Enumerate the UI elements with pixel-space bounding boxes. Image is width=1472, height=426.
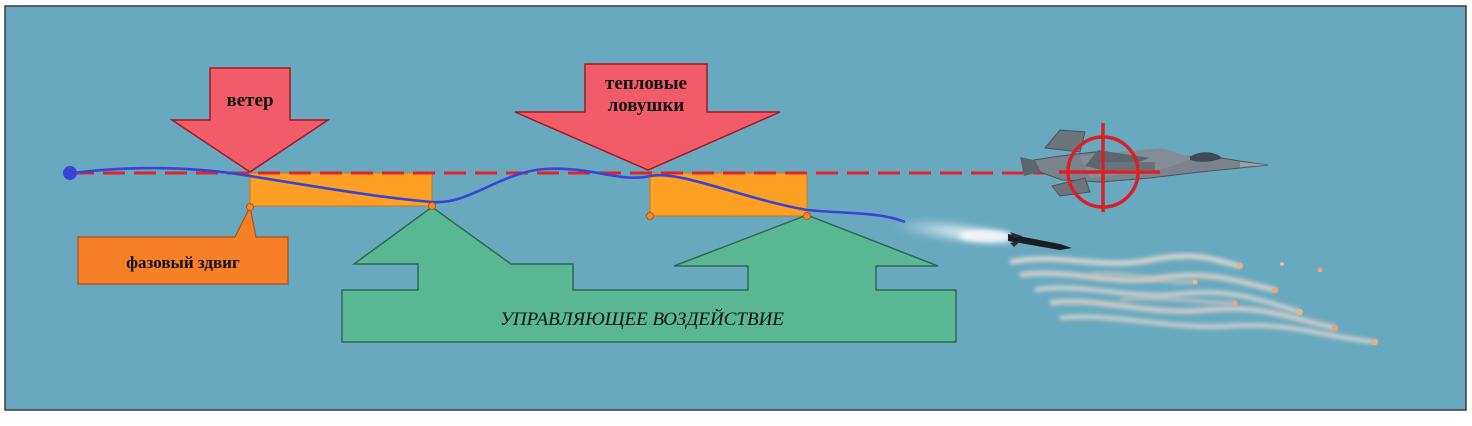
phase-shift-bar-1 (249, 172, 433, 207)
wind-arrow (169, 67, 331, 173)
phase-marker (246, 203, 254, 211)
crosshair-icon (1059, 123, 1160, 212)
flares-arrow (514, 63, 781, 171)
phase-shift-label: фазовый здвиг (126, 253, 240, 272)
launch-point-dot (63, 166, 77, 180)
wind-label: ветер (226, 90, 273, 111)
flares-label-line1: тепловые (605, 73, 687, 94)
flares-label-line2: ловушки (608, 95, 685, 116)
control-action-arrow (341, 206, 957, 343)
phase-shift-callout (77, 205, 289, 285)
phase-shift-bar-2 (649, 172, 808, 217)
phase-marker (803, 212, 811, 220)
flare-trails-icon (1009, 253, 1378, 345)
missile-icon (895, 221, 1072, 250)
phase-marker (428, 202, 436, 210)
control-action-label: УПРАВЛЯЮЩЕЕ ВОЗДЕЙСТВИЕ (500, 307, 784, 330)
phase-marker (646, 212, 654, 220)
missile-trajectory (71, 166, 906, 224)
